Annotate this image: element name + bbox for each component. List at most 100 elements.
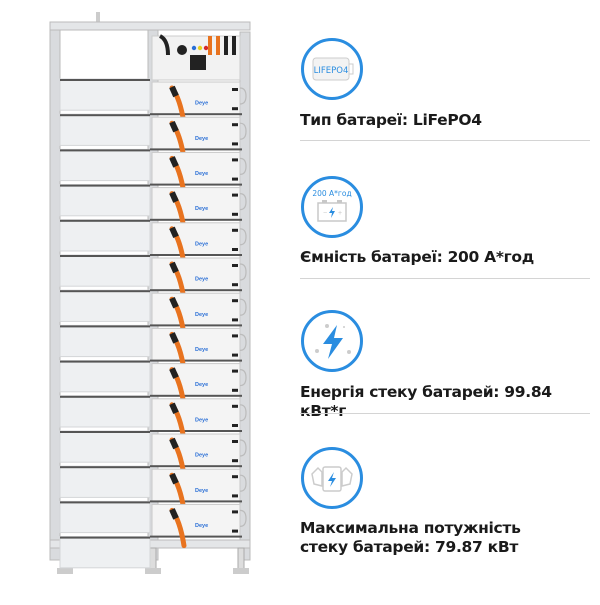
battery-module <box>151 187 241 221</box>
side-panel-slat <box>59 219 151 252</box>
cable-connector <box>169 261 179 274</box>
module-handle <box>239 122 247 140</box>
cable-connector <box>169 296 179 309</box>
comm-port <box>232 529 238 533</box>
module-rail <box>150 535 242 538</box>
comm-port <box>232 404 238 408</box>
comm-port <box>232 334 238 338</box>
comm-port <box>232 510 238 514</box>
comm-port <box>232 475 238 479</box>
deye-logo: Deye <box>195 241 208 247</box>
lightning-energy-icon <box>301 310 363 372</box>
cable-connector <box>169 332 179 344</box>
module-handle <box>239 439 247 457</box>
slat-edge <box>60 219 150 222</box>
battery-module <box>151 81 241 115</box>
svg-text:−: − <box>323 210 327 217</box>
deye-logo: Deye <box>195 312 208 318</box>
comm-port <box>232 264 238 267</box>
slat-edge <box>60 290 150 293</box>
battery-module <box>151 398 241 432</box>
spec-max-power-line1: Максимальна потужність <box>300 519 521 537</box>
battery-module <box>151 468 241 502</box>
module-rail <box>150 148 242 151</box>
spec-stack-energy: Енергія стеку батарей: 99.84 кВт*г <box>300 383 552 420</box>
battery-module <box>151 363 241 397</box>
module-rail <box>150 289 242 292</box>
module-rail <box>150 218 242 221</box>
rack-leg <box>149 547 157 571</box>
cable-connector <box>169 120 179 133</box>
rack-post <box>239 31 251 561</box>
deye-logo: Deye <box>195 523 208 529</box>
comm-port <box>232 353 238 357</box>
slat-edge <box>60 184 150 187</box>
deye-logo: Deye <box>195 382 208 388</box>
cable-connector <box>169 402 179 415</box>
module-handle <box>239 157 247 175</box>
battery-module <box>151 503 241 538</box>
deye-logo: Deye <box>195 206 208 212</box>
side-panel-slat <box>59 148 151 182</box>
deye-logo: Deye <box>195 488 208 494</box>
module-rail <box>150 113 242 116</box>
deye-logo: Deye <box>195 347 208 353</box>
battery-module <box>151 222 241 256</box>
power-switch <box>177 45 187 55</box>
svg-text:+: + <box>338 210 342 217</box>
rack-foot <box>57 568 73 574</box>
module-rail <box>150 324 242 327</box>
cable-connector <box>169 156 179 168</box>
cable-connector <box>169 191 179 203</box>
deye-logo: Deye <box>195 101 208 107</box>
capacity-icon-text: 200 A*год <box>312 189 351 198</box>
spec-max-power-line2: стеку батарей: 79.87 кВт <box>300 538 519 556</box>
side-panel-slat <box>59 113 151 146</box>
side-panel-slat <box>59 500 151 534</box>
divider <box>300 140 590 141</box>
rack-foot <box>145 568 161 574</box>
slat-edge <box>60 79 150 81</box>
battery-module <box>151 151 241 186</box>
slat-edge <box>60 395 150 398</box>
comm-port <box>232 369 238 373</box>
comm-port <box>232 228 238 232</box>
module-handle <box>239 369 247 387</box>
side-panel-slat <box>59 184 151 217</box>
comm-port <box>232 88 238 91</box>
deye-logo: Deye <box>195 136 208 142</box>
module-rail <box>150 359 242 362</box>
cable-connector <box>169 472 179 485</box>
lifepo4-icon-text: LIFEPO4 <box>314 66 349 76</box>
module-rail <box>150 500 242 503</box>
module-handle <box>239 87 247 105</box>
side-panel-slat <box>59 324 151 358</box>
slat-edge <box>60 536 150 539</box>
side-panel-slat <box>59 465 151 498</box>
side-panel-slat <box>59 78 151 111</box>
spec-max-power: Максимальна потужність стеку батарей: 79… <box>300 519 521 557</box>
comm-port <box>232 142 238 146</box>
indicator-led <box>191 45 197 51</box>
module-handle <box>239 298 247 316</box>
slat-edge <box>60 431 150 433</box>
cable-connector <box>169 226 179 239</box>
side-panel-slat <box>59 430 151 463</box>
comm-port <box>232 212 238 216</box>
side-panel-slat <box>59 395 151 428</box>
cable-connector <box>169 85 179 98</box>
indicator-led <box>203 45 209 51</box>
comm-port <box>232 248 238 251</box>
module-rail <box>150 465 242 468</box>
spec-battery-capacity: Ємність батареї: 200 А*год <box>300 248 534 266</box>
module-handle <box>239 193 247 211</box>
cable-connector <box>169 367 179 379</box>
side-panel-slat <box>59 289 151 322</box>
cable-connector <box>169 508 179 520</box>
deye-logo: Deye <box>195 417 208 423</box>
side-panel-slat <box>59 536 151 569</box>
slat-edge <box>60 360 150 363</box>
comm-port <box>232 299 238 303</box>
module-handle <box>239 474 247 492</box>
